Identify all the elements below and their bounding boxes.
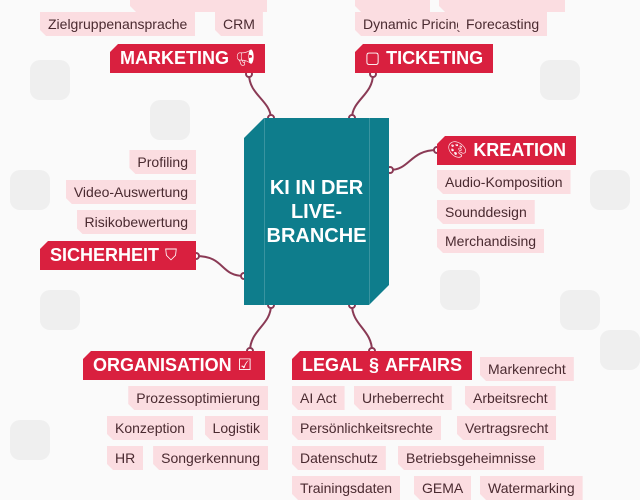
tag-trainingsdaten: Trainingsdaten (292, 476, 400, 500)
category-label: ORGANISATION (93, 355, 232, 375)
connector-legal (351, 304, 373, 352)
tag-prozessoptimierung: Prozessoptimierung (128, 386, 268, 410)
tag-vertragsrecht: Vertragsrecht (457, 416, 556, 440)
tag-partial (130, 0, 267, 12)
background-tile (40, 290, 80, 330)
tag-dynamic-pricing: Dynamic Pricing (355, 12, 472, 36)
category-ticketing: ▢ TICKETING (355, 44, 494, 73)
connector-organisation (249, 304, 272, 352)
tag-partial (355, 0, 430, 12)
tag-logistik: Logistik (205, 416, 268, 440)
ticket-icon: ▢ (365, 50, 381, 67)
tag-datenschutz: Datenschutz (292, 446, 386, 470)
tag-ai-act: AI Act (292, 386, 345, 410)
tag-watermarking: Watermarking (480, 476, 583, 500)
background-tile (10, 420, 50, 460)
central-title: KI IN DER LIVE- BRANCHE (267, 176, 367, 248)
category-label-right: AFFAIRS (385, 355, 463, 375)
background-tile (590, 170, 630, 210)
tag-songerkennung: Songerkennung (153, 446, 268, 470)
category-organisation: ORGANISATION ☑ (83, 351, 265, 380)
title-line: LIVE- (290, 200, 343, 223)
tag-risikobewertung: Risikobewertung (77, 210, 197, 234)
connector-sicherheit (195, 255, 245, 277)
category-kreation: 🎨︎ KREATION (437, 136, 576, 165)
category-label: MARKETING (120, 48, 229, 68)
category-label: TICKETING (386, 48, 484, 68)
background-tile (150, 100, 190, 140)
megaphone-icon: 📢︎ (235, 50, 256, 67)
background-tile (10, 170, 50, 210)
palette-icon: 🎨︎ (447, 142, 468, 159)
paragraph-icon: § (369, 355, 380, 375)
category-label: KREATION (473, 140, 566, 160)
category-legal-affairs: LEGAL § AFFAIRS (292, 351, 472, 380)
connector-ticketing (351, 73, 374, 119)
tag-persoenlichkeitsrechte: Persönlichkeitsrechte (292, 416, 441, 440)
tag-hr: HR (107, 446, 143, 470)
tag-forecasting: Forecasting (458, 12, 547, 36)
tag-zielgruppenansprache: Zielgruppenansprache (40, 12, 195, 36)
tag-arbeitsrecht: Arbeitsrecht (465, 386, 556, 410)
category-marketing: MARKETING 📢︎ (110, 44, 266, 73)
background-tile (30, 60, 70, 100)
shield-icon: ⛉ (165, 247, 178, 264)
tag-video-auswertung: Video-Auswertung (66, 180, 196, 204)
tag-crm: CRM (215, 12, 263, 36)
title-line: BRANCHE (266, 224, 367, 247)
connector-marketing (248, 73, 272, 119)
tag-markenrecht: Markenrecht (480, 357, 574, 381)
background-tile (440, 270, 480, 310)
title-line: KI IN DER (269, 176, 364, 199)
clipboard-check-icon: ☑ (237, 357, 253, 374)
background-tile (540, 60, 580, 100)
tag-profiling: Profiling (129, 150, 196, 174)
tag-gema: GEMA (414, 476, 471, 500)
connector-kreation (389, 149, 438, 171)
category-label-left: LEGAL (302, 355, 363, 375)
background-tile (600, 330, 640, 370)
tag-partial (439, 0, 565, 12)
background-tile (560, 290, 600, 330)
category-sicherheit: SICHERHEIT ⛉ (40, 241, 196, 270)
tag-sounddesign: Sounddesign (437, 200, 535, 224)
tag-audio-komposition: Audio-Komposition (437, 170, 571, 194)
tag-betriebsgeheimnisse: Betriebsgeheimnisse (398, 446, 544, 470)
central-topic-box: KI IN DER LIVE- BRANCHE (244, 118, 389, 305)
tag-urheberrecht: Urheberrecht (354, 386, 452, 410)
category-label: SICHERHEIT (50, 245, 160, 265)
tag-konzeption: Konzeption (107, 416, 193, 440)
tag-merchandising: Merchandising (437, 229, 544, 253)
